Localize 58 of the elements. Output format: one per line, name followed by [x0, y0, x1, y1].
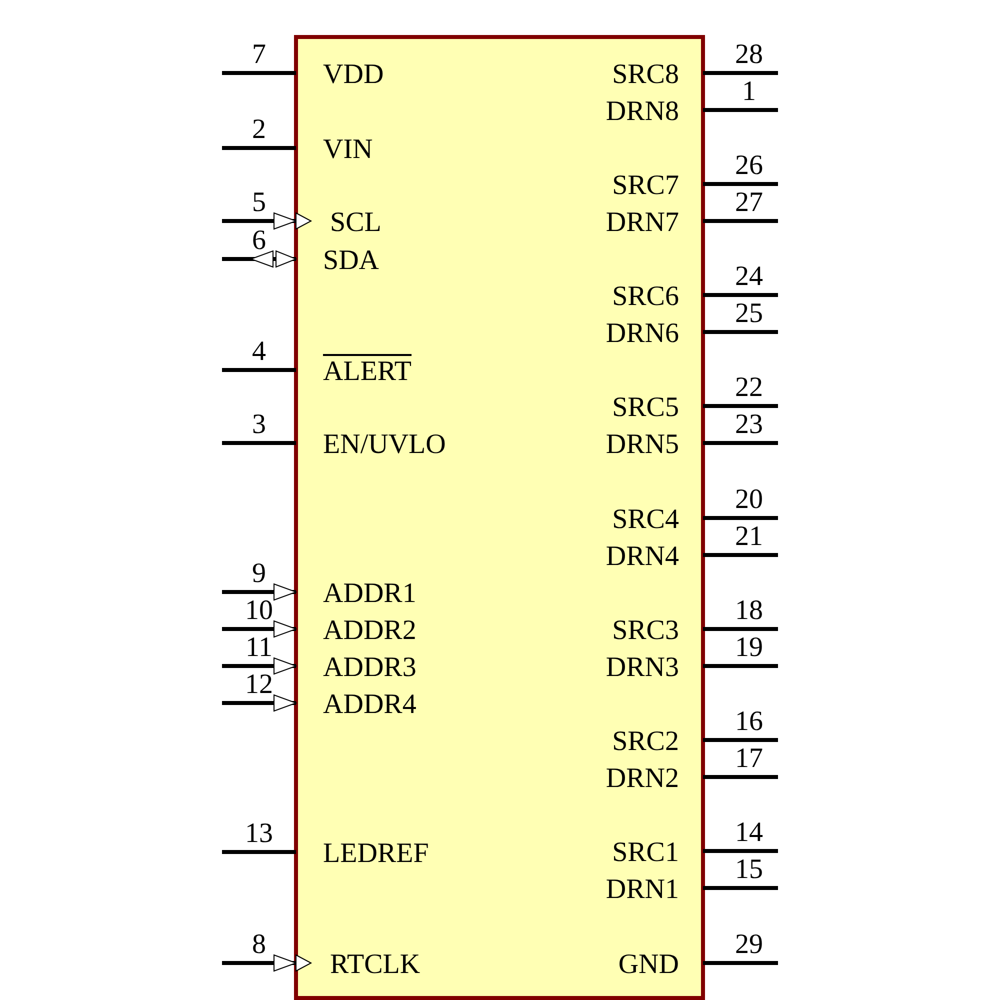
pin-name: VDD [323, 60, 384, 90]
pin-number: 4 [251, 337, 267, 367]
pin-name: SRC8 [612, 60, 679, 90]
pin-name: RTCLK [330, 950, 420, 980]
pin-number: 6 [251, 226, 267, 256]
pin-name: SCL [330, 208, 382, 238]
pin-number: 11 [244, 633, 274, 663]
pin-number: 10 [244, 596, 274, 626]
pin-name: LEDREF [323, 839, 429, 869]
pin-number: 12 [244, 670, 274, 700]
pin-number: 19 [734, 633, 764, 663]
pin-name: GND [618, 950, 679, 980]
pin-name: DRN4 [606, 542, 679, 572]
pin-name: ADDR1 [323, 579, 416, 609]
pin-number: 27 [734, 188, 764, 218]
pin-number: 3 [251, 410, 267, 440]
pin-name: SRC1 [612, 838, 679, 868]
pin-name: SRC2 [612, 727, 679, 757]
pin-number: 13 [244, 819, 274, 849]
pin-name: EN/UVLO [323, 430, 446, 460]
pin-name: DRN6 [606, 319, 679, 349]
pin-number: 2 [251, 115, 267, 145]
pin-name: DRN2 [606, 764, 679, 794]
pin-name: DRN3 [606, 653, 679, 683]
pin-name: SRC6 [612, 282, 679, 312]
pin-name: ADDR3 [323, 653, 416, 683]
pin-number: 7 [251, 40, 267, 70]
pin-number: 29 [734, 930, 764, 960]
pin-name: DRN7 [606, 208, 679, 238]
pin-number: 22 [734, 373, 764, 403]
pin-name: ADDR4 [323, 690, 416, 720]
pin-name: VIN [323, 135, 373, 165]
pin-number: 28 [734, 40, 764, 70]
pin-name: DRN1 [606, 875, 679, 905]
pin-name: SDA [323, 246, 380, 276]
pin-name: SRC4 [612, 505, 679, 535]
pin-number: 20 [734, 485, 764, 515]
pin-number: 17 [734, 744, 764, 774]
pin-name: SRC5 [612, 393, 679, 423]
pin-name: ADDR2 [323, 616, 416, 646]
pin-number: 16 [734, 707, 764, 737]
pin-number: 14 [734, 818, 764, 848]
pin-number: 25 [734, 299, 764, 329]
pin-number: 15 [734, 855, 764, 885]
pin-name: DRN5 [606, 430, 679, 460]
pin-number: 1 [741, 77, 757, 107]
pin-number: 18 [734, 596, 764, 626]
pin-number: 21 [734, 522, 764, 552]
pin-number: 23 [734, 410, 764, 440]
pin-number: 8 [251, 930, 267, 960]
pin-name: SRC3 [612, 616, 679, 646]
pin-name: DRN8 [606, 97, 679, 127]
pin-name: ALERT [323, 357, 412, 387]
pin-number: 24 [734, 262, 764, 292]
pin-number: 26 [734, 151, 764, 181]
pin-number: 9 [251, 559, 267, 589]
pin-name: SRC7 [612, 171, 679, 201]
pin-number: 5 [251, 188, 267, 218]
